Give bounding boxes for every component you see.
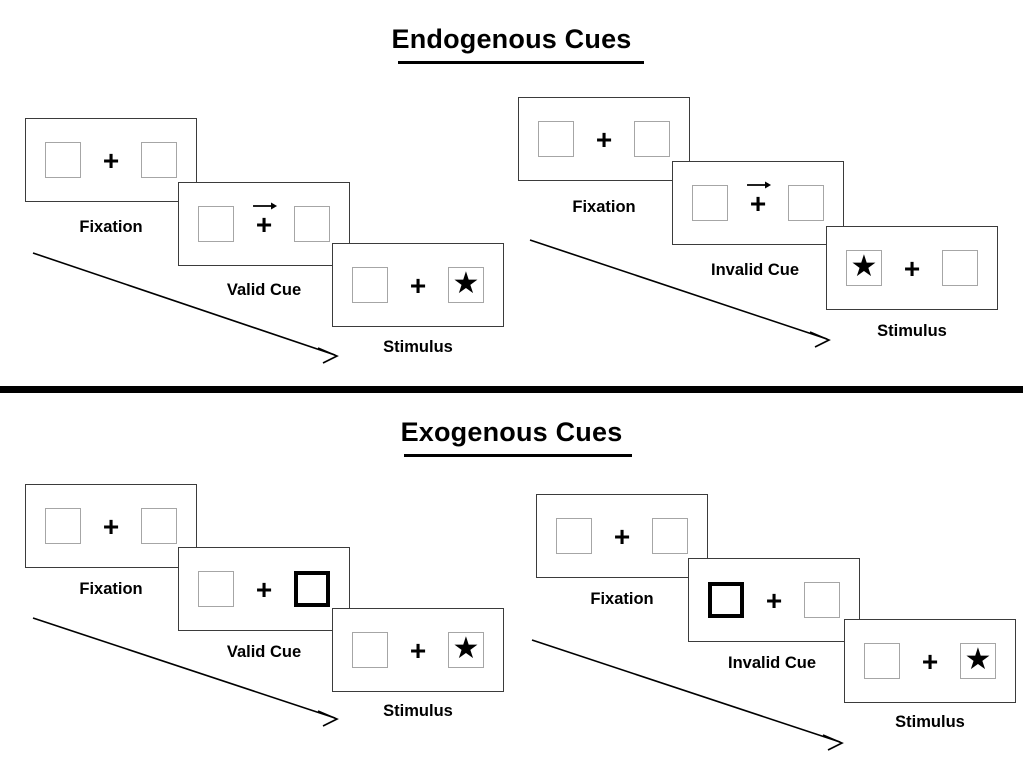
caption-endogenous-valid-cue: Valid Cue: [226, 281, 302, 299]
panel-endogenous-valid-cue[interactable]: +: [178, 182, 350, 266]
panel-endogenous-invalid-stimulus[interactable]: ★ +: [826, 226, 998, 310]
left-box[interactable]: [45, 142, 81, 178]
caption-endogenous-invalid-fixation: Fixation: [572, 198, 636, 216]
section-title-endogenous-underline: [398, 61, 644, 64]
panel-content: ★ +: [846, 248, 978, 288]
panel-endogenous-valid-stimulus[interactable]: + ★: [332, 243, 504, 327]
fixation-cross-wrap: +: [99, 506, 123, 546]
time-arrow-endogenous-valid: [32, 252, 339, 364]
caption-exogenous-invalid-fixation: Fixation: [590, 590, 654, 608]
panel-content: +: [556, 516, 688, 556]
panel-content: +: [692, 181, 824, 223]
right-box[interactable]: ★: [448, 632, 484, 668]
section-title-exogenous: Exogenous Cues: [400, 417, 623, 447]
fixation-cross-wrap: +: [900, 248, 924, 288]
panel-content: +: [538, 119, 670, 159]
left-box[interactable]: [708, 582, 744, 618]
left-box[interactable]: [538, 121, 574, 157]
left-box[interactable]: ★: [846, 250, 882, 286]
fixation-cross-wrap: +: [918, 641, 942, 681]
fixation-cross-wrap: +: [610, 516, 634, 556]
section-title-exogenous-underline: [404, 454, 632, 457]
fixation-cross: +: [102, 510, 120, 542]
fixation-cross-wrap: +: [252, 569, 276, 609]
right-box[interactable]: ★: [448, 267, 484, 303]
panel-content: + ★: [352, 630, 484, 670]
caption-exogenous-valid-fixation: Fixation: [79, 580, 143, 598]
panel-endogenous-invalid-cue[interactable]: +: [672, 161, 844, 245]
right-box[interactable]: [141, 142, 177, 178]
cue-arrow-right-icon: [747, 181, 772, 189]
panel-exogenous-invalid-stimulus[interactable]: + ★: [844, 619, 1016, 703]
right-box[interactable]: ★: [960, 643, 996, 679]
left-box[interactable]: [692, 185, 728, 221]
panel-content: +: [45, 506, 177, 546]
caption-exogenous-valid-stimulus: Stimulus: [383, 702, 453, 720]
cue-arrow-right-icon: [253, 202, 278, 210]
fixation-cross-wrap: +: [406, 265, 430, 305]
right-box-content: ★: [452, 267, 480, 300]
section-title-endogenous: Endogenous Cues: [391, 24, 632, 54]
right-box[interactable]: [804, 582, 840, 618]
caption-exogenous-invalid-cue: Invalid Cue: [727, 654, 817, 672]
panel-content: + ★: [864, 641, 996, 681]
fixation-cross-wrap: +: [252, 202, 278, 244]
fixation-cross: +: [255, 573, 273, 605]
fixation-cross: +: [409, 269, 427, 301]
time-arrow-exogenous-valid: [32, 617, 339, 727]
left-box[interactable]: [198, 206, 234, 242]
right-box[interactable]: [652, 518, 688, 554]
fixation-cross: +: [903, 252, 921, 284]
panel-exogenous-invalid-cue[interactable]: +: [688, 558, 860, 642]
panel-content: +: [198, 569, 330, 609]
fixation-cross: +: [595, 123, 613, 155]
right-box[interactable]: [942, 250, 978, 286]
fixation-cross-wrap: +: [762, 580, 786, 620]
left-box[interactable]: [556, 518, 592, 554]
left-box-content: ★: [850, 250, 878, 283]
fixation-cross-wrap: +: [406, 630, 430, 670]
fixation-cross: +: [255, 208, 273, 240]
left-box[interactable]: [198, 571, 234, 607]
fixation-cross-wrap: +: [592, 119, 616, 159]
fixation-cross: +: [613, 520, 631, 552]
panel-exogenous-valid-cue[interactable]: +: [178, 547, 350, 631]
panel-exogenous-valid-fixation[interactable]: +: [25, 484, 197, 568]
caption-endogenous-valid-stimulus: Stimulus: [383, 338, 453, 356]
panel-content: +: [708, 580, 840, 620]
left-box[interactable]: [864, 643, 900, 679]
fixation-cross: +: [102, 144, 120, 176]
right-box[interactable]: [788, 185, 824, 221]
fixation-cross: +: [765, 584, 783, 616]
fixation-cross: +: [409, 634, 427, 666]
fixation-cross: +: [749, 187, 767, 219]
caption-endogenous-invalid-stimulus: Stimulus: [877, 322, 947, 340]
caption-endogenous-invalid-cue: Invalid Cue: [710, 261, 800, 279]
left-box[interactable]: [352, 632, 388, 668]
section-divider: [0, 386, 1023, 393]
caption-exogenous-valid-cue: Valid Cue: [226, 643, 302, 661]
right-box-content: ★: [964, 643, 992, 676]
right-box[interactable]: [141, 508, 177, 544]
right-box-content: ★: [452, 632, 480, 665]
panel-endogenous-valid-fixation[interactable]: +: [25, 118, 197, 202]
panel-exogenous-valid-stimulus[interactable]: + ★: [332, 608, 504, 692]
caption-exogenous-invalid-stimulus: Stimulus: [895, 713, 965, 731]
right-box[interactable]: [294, 571, 330, 607]
fixation-cross-wrap: +: [746, 181, 772, 223]
panel-exogenous-invalid-fixation[interactable]: +: [536, 494, 708, 578]
panel-endogenous-invalid-fixation[interactable]: +: [518, 97, 690, 181]
panel-content: +: [198, 202, 330, 244]
fixation-cross: +: [921, 645, 939, 677]
fixation-cross-wrap: +: [99, 140, 123, 180]
caption-endogenous-valid-fixation: Fixation: [79, 218, 143, 236]
panel-content: +: [45, 140, 177, 180]
left-box[interactable]: [45, 508, 81, 544]
left-box[interactable]: [352, 267, 388, 303]
right-box[interactable]: [634, 121, 670, 157]
time-arrow-endogenous-invalid: [529, 239, 831, 348]
panel-content: + ★: [352, 265, 484, 305]
right-box[interactable]: [294, 206, 330, 242]
time-arrow-exogenous-invalid: [531, 639, 844, 751]
